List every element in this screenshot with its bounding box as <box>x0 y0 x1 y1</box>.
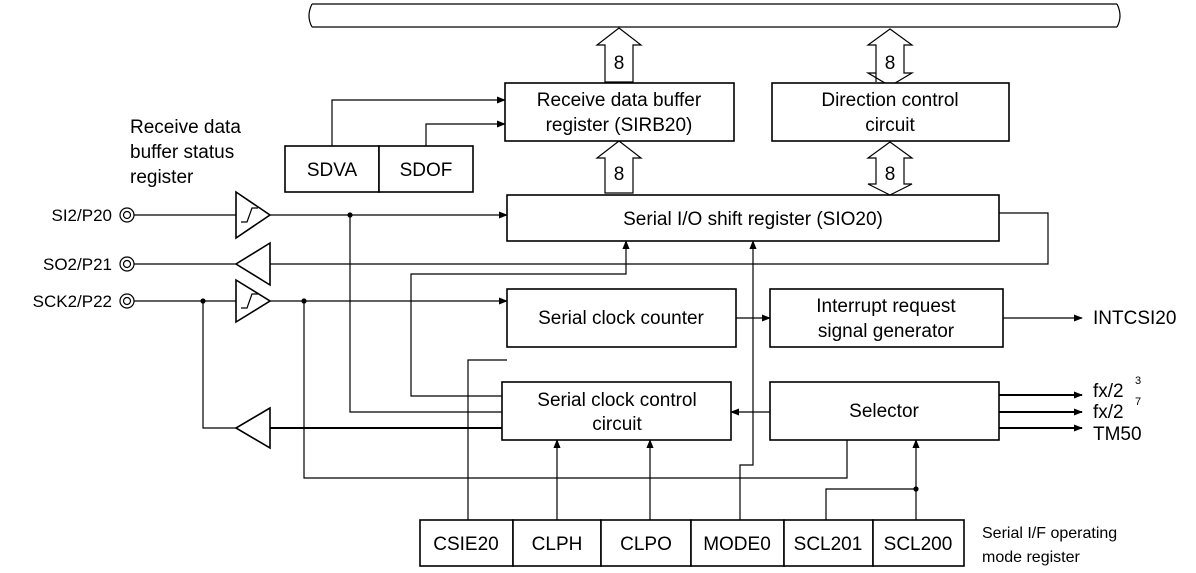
clock-control-block: Serial clock control circuit <box>501 381 732 441</box>
si2-schmitt-buffer <box>235 190 272 240</box>
svg-text:SCK2/P22: SCK2/P22 <box>33 292 112 311</box>
output-fx-2-7: fx/2 7 <box>1093 396 1141 423</box>
svg-text:Direction control: Direction control <box>821 90 958 111</box>
bus-arrow-receive-top: 8 <box>595 27 643 83</box>
bus-width-label: 8 <box>614 164 625 185</box>
mode-bit-scl200: SCL200 <box>884 534 953 555</box>
svg-text:SI2/P20: SI2/P20 <box>52 206 113 225</box>
svg-text:register: register <box>130 167 194 188</box>
shift-register-block: Serial I/O shift register (SIO20) <box>506 194 1000 242</box>
svg-text:Serial clock counter: Serial clock counter <box>538 308 704 329</box>
svg-text:Receive data: Receive data <box>130 117 241 138</box>
svg-text:circuit: circuit <box>592 414 642 435</box>
clock-counter-block: Serial clock counter <box>506 288 737 348</box>
svg-text:Receive data buffer: Receive data buffer <box>537 90 702 111</box>
bus-arrow-receive-mid: 8 <box>595 140 643 194</box>
mode-bit-scl201: SCL201 <box>794 534 863 555</box>
svg-text:Serial clock control: Serial clock control <box>537 390 696 411</box>
direction-control-block: Direction control circuit <box>771 82 1010 142</box>
mode-register-caption: Serial I/F operating mode register <box>982 525 1117 566</box>
sck2-schmitt-buffer <box>235 278 272 324</box>
mode-register: CSIE20 CLPH CLPO MODE0 SCL201 SCL200 <box>419 519 965 567</box>
pin-sck2: SCK2/P22 <box>33 292 135 311</box>
svg-text:signal generator: signal generator <box>818 321 955 342</box>
output-fx-2-3: fx/2 3 <box>1093 375 1141 402</box>
svg-text:fx/2: fx/2 <box>1093 402 1124 423</box>
bus-width-label: 8 <box>614 53 625 74</box>
so2-output-buffer <box>234 241 271 287</box>
svg-text:circuit: circuit <box>865 115 915 136</box>
status-bit-sdof: SDOF <box>400 160 453 181</box>
svg-text:Serial I/F operating: Serial I/F operating <box>982 525 1117 542</box>
pin-so2: SO2/P21 <box>43 255 135 274</box>
status-bit-sdva: SDVA <box>307 160 358 181</box>
svg-text:7: 7 <box>1135 396 1141 408</box>
mode-bit-clpo: CLPO <box>620 534 672 555</box>
internal-bus <box>308 3 1121 28</box>
svg-text:Serial I/O shift register (SIO: Serial I/O shift register (SIO20) <box>623 209 883 230</box>
bus-arrow-direction-top: 8 <box>865 28 915 87</box>
bus-arrow-direction-mid: 8 <box>866 141 914 196</box>
svg-text:buffer status: buffer status <box>130 142 234 163</box>
status-register: SDVA SDOF <box>284 145 474 193</box>
mode-bit-csie20: CSIE20 <box>433 534 498 555</box>
interrupt-generator-block: Interrupt request signal generator <box>769 288 1004 348</box>
svg-text:Interrupt request: Interrupt request <box>816 296 956 317</box>
pin-si2: SI2/P20 <box>52 206 135 225</box>
bus-width-label: 8 <box>885 53 896 74</box>
svg-text:mode register: mode register <box>982 549 1080 566</box>
mode-bit-clph: CLPH <box>532 534 583 555</box>
svg-text:3: 3 <box>1135 375 1141 387</box>
sck2-output-buffer <box>234 406 271 450</box>
svg-text:SO2/P21: SO2/P21 <box>43 255 112 274</box>
status-register-caption: Receive data buffer status register <box>130 117 241 188</box>
svg-text:fx/2: fx/2 <box>1093 381 1124 402</box>
svg-text:register (SIRB20): register (SIRB20) <box>546 115 693 136</box>
svg-text:Selector: Selector <box>849 401 919 422</box>
selector-block: Selector <box>769 381 1000 441</box>
receive-buffer-block: Receive data buffer register (SIRB20) <box>504 82 735 142</box>
output-tm50: TM50 <box>1093 424 1142 445</box>
bus-width-label: 8 <box>885 164 896 185</box>
mode-bit-mode0: MODE0 <box>703 534 771 555</box>
output-intcsi20: INTCSI20 <box>1093 308 1176 329</box>
